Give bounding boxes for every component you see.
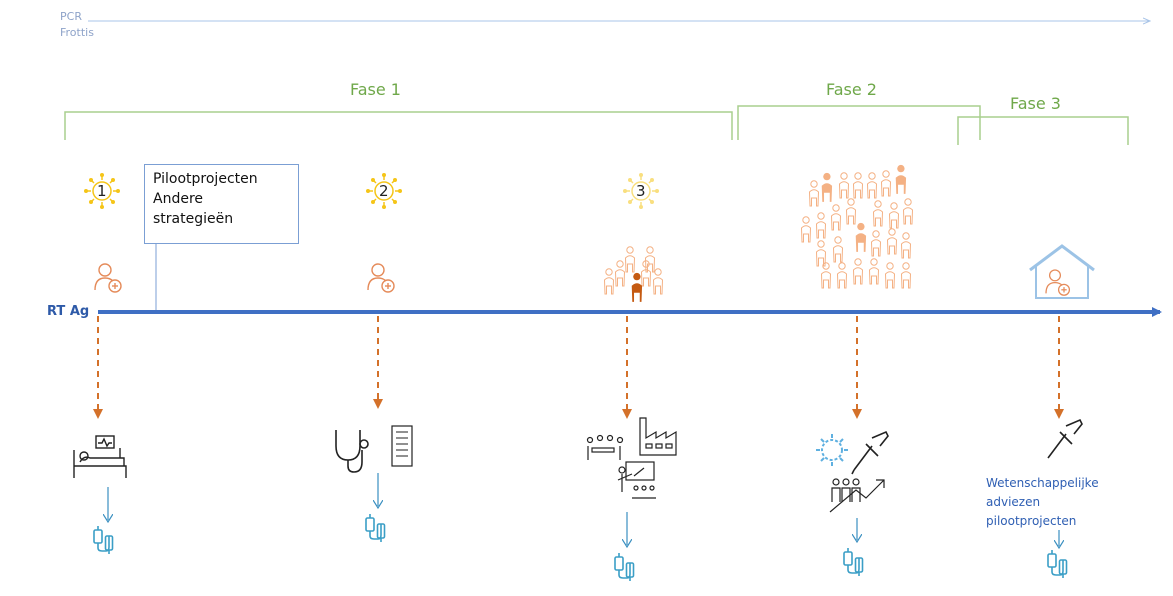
coronavirus-icon xyxy=(816,434,848,466)
fase3-bracket xyxy=(957,116,1129,145)
fase2-label: Fase 2 xyxy=(826,80,877,99)
advice-line: Wetenschappelijke xyxy=(986,476,1099,490)
patient-icon-1 xyxy=(94,263,122,293)
step-number-1: 1 xyxy=(97,182,107,200)
test-kit-icon-3 xyxy=(614,552,635,582)
group-icon-3 xyxy=(604,246,663,302)
dropper-icon-2 xyxy=(851,430,889,475)
home-icon xyxy=(1029,244,1095,299)
crowd-icon xyxy=(801,164,913,289)
test-kit-icon-5 xyxy=(1047,549,1068,579)
test-kit-icon-2 xyxy=(365,513,386,543)
pcr-label: PCR xyxy=(60,10,82,23)
building-icon xyxy=(391,425,413,467)
timeline-label: RT Ag xyxy=(47,304,90,319)
fase2-bracket xyxy=(737,105,981,140)
classroom-icon xyxy=(617,461,656,499)
callout-line: Andere xyxy=(153,191,204,207)
advice-line: adviezen xyxy=(986,495,1041,509)
growth-people-icon xyxy=(829,478,885,513)
step-number-3: 3 xyxy=(636,182,646,200)
test-kit-icon-1 xyxy=(93,525,114,555)
stethoscope-icon xyxy=(335,430,369,473)
step-number-2: 2 xyxy=(379,182,389,200)
factory-icon xyxy=(639,417,677,456)
fase1-label: Fase 1 xyxy=(350,80,401,99)
dropper-icon-3 xyxy=(1047,418,1083,459)
meeting-icon xyxy=(586,434,624,460)
fase1-bracket xyxy=(64,111,733,140)
hospital-bed-icon xyxy=(73,435,127,478)
frottis-label: Frottis xyxy=(60,26,94,39)
callout-line: Pilootprojecten xyxy=(153,171,258,187)
callout-box: Pilootprojecten Andere strategieën xyxy=(144,164,299,244)
patient-icon-2 xyxy=(367,263,395,293)
advice-text: Wetenschappelijke adviezen pilootproject… xyxy=(986,474,1136,531)
advice-line: pilootprojecten xyxy=(986,514,1077,528)
callout-line: strategieën xyxy=(153,211,234,227)
test-kit-icon-4 xyxy=(843,547,864,577)
fase3-label: Fase 3 xyxy=(1010,94,1061,113)
